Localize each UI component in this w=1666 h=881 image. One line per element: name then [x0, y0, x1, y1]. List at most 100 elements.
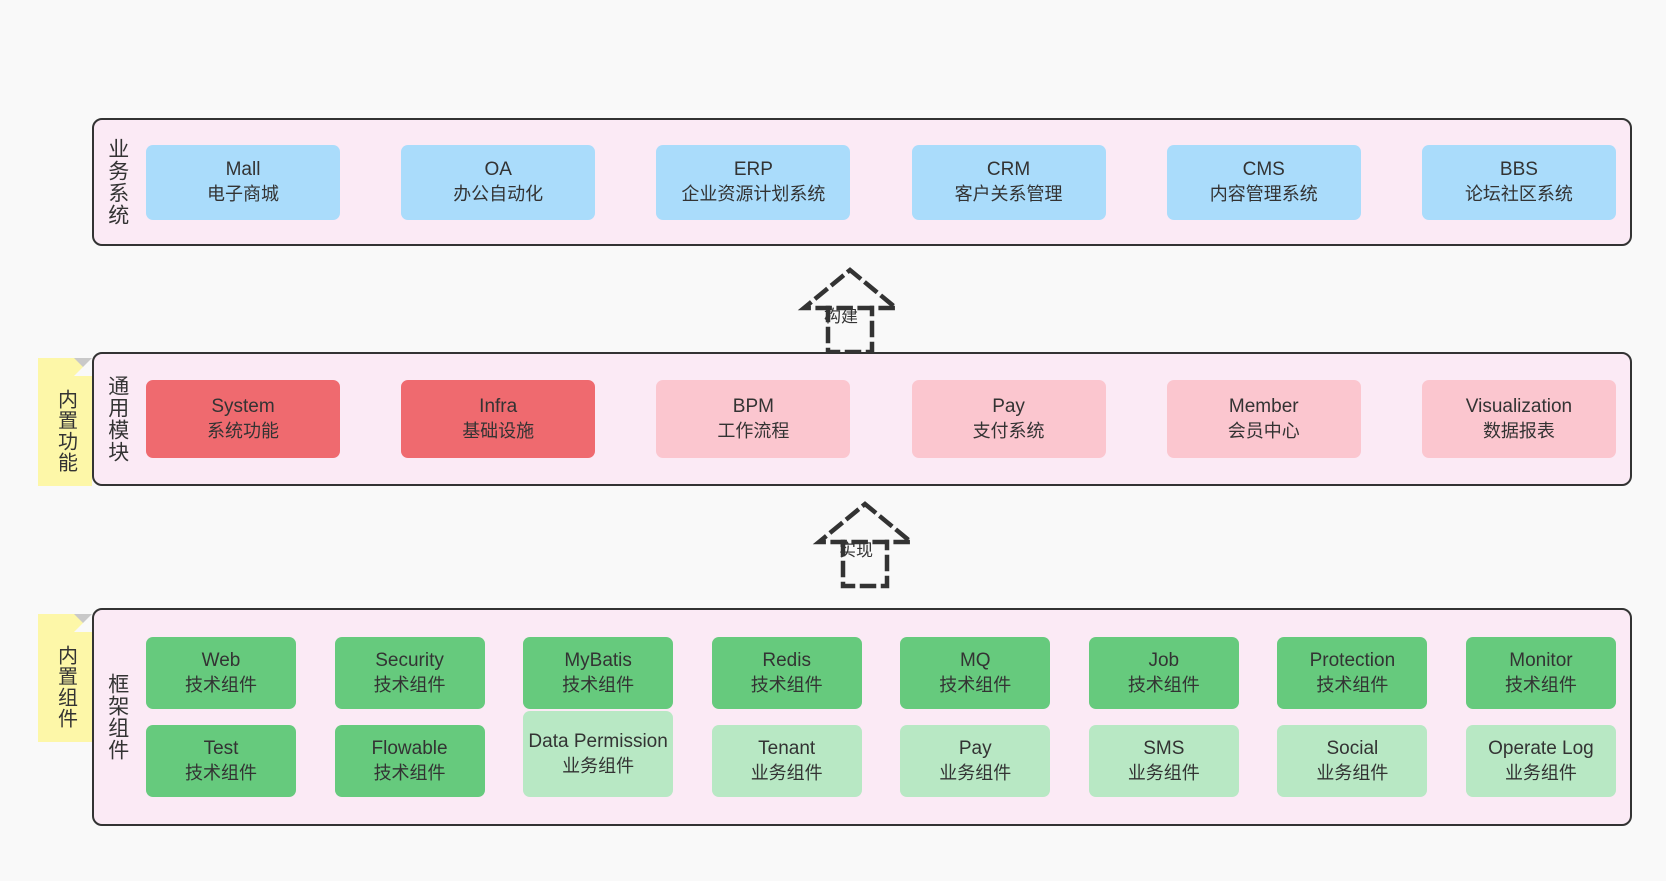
- node-system-desc: 系统功能: [207, 420, 279, 441]
- node-security-name: Security: [375, 650, 444, 672]
- node-cms-desc: 内容管理系统: [1209, 183, 1318, 204]
- framework-row-2: Test 技术组件 Flowable 技术组件 Data Permission …: [146, 711, 1616, 797]
- node-sms-desc: 业务组件: [1127, 762, 1200, 783]
- layer-common-module: 通用模块 System 系统功能 Infra 基础设施 BPM 工作流程 Pay…: [92, 352, 1632, 486]
- node-mybatis-name: MyBatis: [564, 650, 632, 672]
- node-test-desc: 技术组件: [185, 762, 257, 783]
- layer-framework-nodes: Web 技术组件 Security 技术组件 MyBatis 技术组件 Redi…: [140, 610, 1630, 824]
- node-oa-desc: 办公自动化: [453, 183, 544, 204]
- node-crm-desc: 客户关系管理: [954, 183, 1063, 204]
- node-data-permission-desc: 业务组件: [562, 755, 635, 776]
- node-system[interactable]: System 系统功能: [146, 380, 340, 458]
- node-mq-name: MQ: [959, 650, 991, 672]
- implement-arrow-stem: [840, 539, 890, 589]
- node-bpm-desc: 工作流程: [717, 420, 790, 441]
- node-cms[interactable]: CMS 内容管理系统: [1166, 144, 1361, 220]
- node-infra-desc: 基础设施: [462, 420, 535, 441]
- node-tenant[interactable]: Tenant 业务组件: [711, 725, 862, 797]
- node-flowable-name: Flowable: [371, 738, 448, 760]
- connector-build: 构建: [797, 266, 903, 356]
- node-erp-desc: 企业资源计划系统: [681, 183, 826, 204]
- node-job-name: Job: [1148, 650, 1180, 672]
- node-web-name: Web: [201, 650, 241, 672]
- node-infra[interactable]: Infra 基础设施: [401, 380, 596, 458]
- layer-business-system: 业务系统 Mall 电子商城 OA 办公自动化 ERP 企业资源计划系统 CRM…: [92, 118, 1632, 246]
- node-security[interactable]: Security 技术组件: [334, 637, 485, 709]
- node-protection[interactable]: Protection 技术组件: [1277, 637, 1428, 709]
- node-web-desc: 技术组件: [185, 674, 257, 695]
- node-tenant-desc: 业务组件: [750, 762, 823, 783]
- node-oa-name: OA: [484, 159, 512, 181]
- layer-title-business-system: 业务系统: [105, 138, 129, 226]
- node-job[interactable]: Job 技术组件: [1088, 637, 1239, 709]
- node-pay-component[interactable]: Pay 业务组件: [900, 725, 1051, 797]
- sticky-fold-corner: [74, 358, 92, 376]
- node-web[interactable]: Web 技术组件: [146, 637, 296, 709]
- node-operate-log-name: Operate Log: [1488, 738, 1594, 760]
- node-crm[interactable]: CRM 客户关系管理: [911, 144, 1106, 220]
- layer-business-nodes: Mall 电子商城 OA 办公自动化 ERP 企业资源计划系统 CRM 客户关系…: [140, 120, 1630, 244]
- layer-framework-component: 框架组件 Web 技术组件 Security 技术组件 MyBatis 技术组件…: [92, 608, 1632, 826]
- sticky-note-builtin-features-label: 内置功能: [54, 389, 77, 473]
- framework-row-1: Web 技术组件 Security 技术组件 MyBatis 技术组件 Redi…: [146, 637, 1616, 709]
- sticky-note-builtin-components: 内置组件: [38, 614, 92, 742]
- node-mq-desc: 技术组件: [939, 674, 1012, 695]
- node-member[interactable]: Member 会员中心: [1166, 380, 1361, 458]
- node-pay-module[interactable]: Pay 支付系统: [911, 380, 1106, 458]
- node-monitor[interactable]: Monitor 技术组件: [1465, 637, 1616, 709]
- node-test[interactable]: Test 技术组件: [146, 725, 296, 797]
- node-mall[interactable]: Mall 电子商城: [146, 144, 340, 220]
- node-oa[interactable]: OA 办公自动化: [401, 144, 596, 220]
- node-redis-desc: 技术组件: [750, 674, 823, 695]
- node-flowable[interactable]: Flowable 技术组件: [334, 725, 485, 797]
- node-mall-name: Mall: [225, 159, 261, 181]
- node-bpm-name: BPM: [732, 396, 774, 418]
- node-monitor-desc: 技术组件: [1504, 674, 1577, 695]
- node-cms-name: CMS: [1242, 159, 1285, 181]
- node-flowable-desc: 技术组件: [373, 762, 446, 783]
- node-mall-desc: 电子商城: [207, 183, 279, 204]
- node-redis-name: Redis: [762, 650, 811, 672]
- node-pay-module-name: Pay: [992, 396, 1025, 418]
- layer-module-nodes: System 系统功能 Infra 基础设施 BPM 工作流程 Pay 支付系统…: [140, 354, 1630, 484]
- node-tenant-name: Tenant: [758, 738, 816, 760]
- node-infra-name: Infra: [479, 396, 518, 418]
- node-security-desc: 技术组件: [373, 674, 446, 695]
- node-sms-name: SMS: [1143, 738, 1185, 760]
- node-social-name: Social: [1326, 738, 1379, 760]
- sticky-fold-corner-2: [74, 614, 92, 632]
- layer-title-framework-component: 框架组件: [105, 673, 129, 761]
- layer-title-common-module: 通用模块: [105, 375, 129, 463]
- node-redis[interactable]: Redis 技术组件: [711, 637, 862, 709]
- node-erp[interactable]: ERP 企业资源计划系统: [656, 144, 851, 220]
- node-visualization-name: Visualization: [1465, 396, 1573, 418]
- node-mq[interactable]: MQ 技术组件: [900, 637, 1051, 709]
- node-monitor-name: Monitor: [1509, 650, 1573, 672]
- sticky-note-builtin-features: 内置功能: [38, 358, 92, 486]
- node-social-desc: 业务组件: [1316, 762, 1389, 783]
- node-pay-component-desc: 业务组件: [939, 762, 1012, 783]
- node-bbs-name: BBS: [1499, 159, 1538, 181]
- node-data-permission[interactable]: Data Permission 业务组件: [523, 711, 674, 797]
- build-arrowhead: [797, 267, 903, 311]
- node-visualization[interactable]: Visualization 数据报表: [1421, 380, 1616, 458]
- node-bpm[interactable]: BPM 工作流程: [656, 380, 851, 458]
- node-pay-component-name: Pay: [958, 738, 992, 760]
- node-pay-module-desc: 支付系统: [972, 420, 1045, 441]
- node-system-name: System: [211, 396, 275, 418]
- node-mybatis[interactable]: MyBatis 技术组件: [523, 637, 674, 709]
- node-member-desc: 会员中心: [1227, 420, 1300, 441]
- node-bbs[interactable]: BBS 论坛社区系统: [1421, 144, 1616, 220]
- node-data-permission-name: Data Permission: [528, 731, 668, 753]
- node-operate-log[interactable]: Operate Log 业务组件: [1465, 725, 1616, 797]
- node-sms[interactable]: SMS 业务组件: [1088, 725, 1239, 797]
- node-visualization-desc: 数据报表: [1482, 420, 1555, 441]
- node-member-name: Member: [1228, 396, 1299, 418]
- node-social[interactable]: Social 业务组件: [1277, 725, 1428, 797]
- connector-implement-label: 实现: [839, 541, 873, 560]
- node-protection-name: Protection: [1309, 650, 1396, 672]
- node-job-desc: 技术组件: [1127, 674, 1200, 695]
- node-test-name: Test: [203, 738, 239, 760]
- node-crm-name: CRM: [986, 159, 1031, 181]
